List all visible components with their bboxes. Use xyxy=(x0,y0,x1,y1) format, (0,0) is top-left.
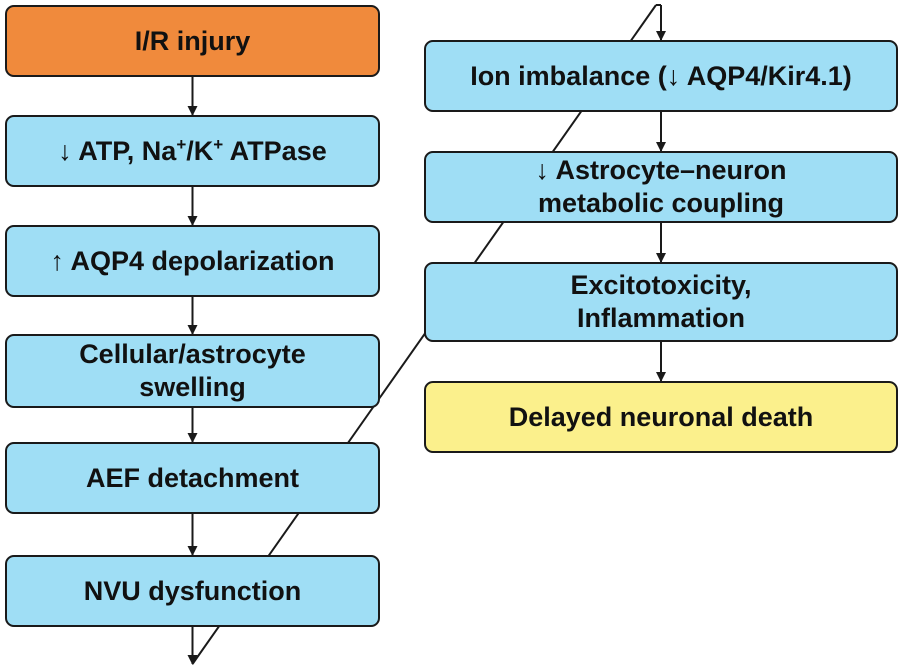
label-line: swelling xyxy=(139,372,246,402)
node-label: ↑ AQP4 depolarization xyxy=(50,245,334,278)
label-text: /K xyxy=(186,135,214,166)
node-neuronal-death: Delayed neuronal death xyxy=(424,381,898,453)
node-label: ↓ ATP, Na+/K+ ATPase xyxy=(58,135,326,168)
label-line: Excitotoxicity, xyxy=(570,270,752,301)
label-text: ATPase xyxy=(223,135,327,166)
node-label: Ion imbalance (↓ AQP4/Kir4.1) xyxy=(470,60,852,93)
label-line: ↓ Astrocyte–neuron xyxy=(535,155,787,186)
node-aqp4-depolarization: ↑ AQP4 depolarization xyxy=(5,225,380,297)
node-ion-imbalance: Ion imbalance (↓ AQP4/Kir4.1) xyxy=(424,40,898,112)
label-line: Delayed neuronal death xyxy=(508,401,814,432)
node-label: NVU dysfunction xyxy=(84,575,302,608)
node-label: Excitotoxicity,Inflammation xyxy=(570,269,751,335)
label-text: ↓ ATP, Na xyxy=(58,135,177,166)
superscript-text: + xyxy=(176,134,187,154)
label-line: Cellular/astrocyte xyxy=(79,339,306,370)
node-label: AEF detachment xyxy=(86,462,299,495)
label-line: I/R injury xyxy=(134,25,251,56)
superscript-text: + xyxy=(213,134,224,154)
node-atp: ↓ ATP, Na+/K+ ATPase xyxy=(5,115,380,187)
node-excitotoxicity: Excitotoxicity,Inflammation xyxy=(424,262,898,342)
node-nvu-dysfunction: NVU dysfunction xyxy=(5,555,380,627)
label-line: NVU dysfunction xyxy=(83,575,302,606)
label-line: Inflammation xyxy=(576,303,745,333)
node-label: I/R injury xyxy=(135,25,251,58)
node-aef-detachment: AEF detachment xyxy=(5,442,380,514)
node-ir-injury: I/R injury xyxy=(5,5,380,77)
label-line: AEF detachment xyxy=(85,462,300,493)
label-line: Ion imbalance (↓ AQP4/Kir4.1) xyxy=(470,60,852,91)
label-line: metabolic coupling xyxy=(537,188,785,218)
label-line: ↑ AQP4 depolarization xyxy=(50,245,335,276)
node-label: Delayed neuronal death xyxy=(509,401,814,434)
